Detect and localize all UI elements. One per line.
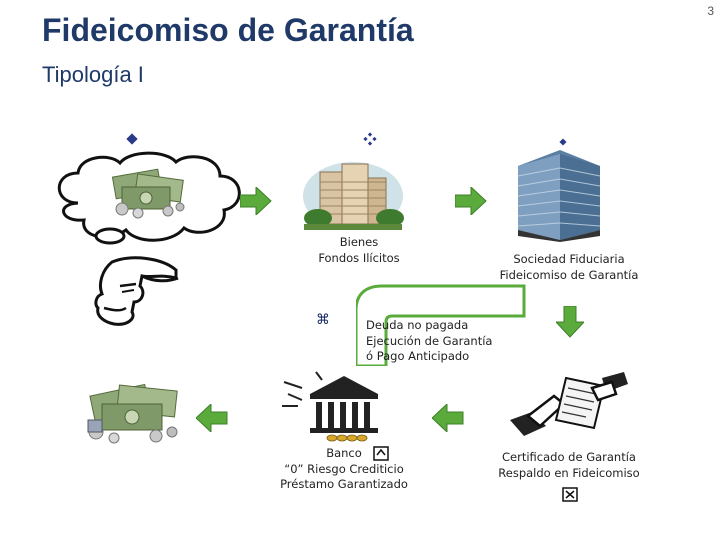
certificado-label: Certificado de Garantía Respaldo en Fide… bbox=[488, 450, 650, 481]
deuda-label-line-1: Deuda no pagada bbox=[366, 318, 469, 332]
certificado-label-line-1: Certificado de Garantía bbox=[502, 450, 636, 464]
bienes-label-line-2: Fondos Ilícitos bbox=[318, 250, 400, 265]
deuda-bullet: ⌘ bbox=[316, 312, 330, 328]
curved-arrow bbox=[354, 282, 526, 368]
building-icon bbox=[298, 152, 408, 232]
sociedad-label-line-1: Sociedad Fiduciaria bbox=[513, 252, 625, 266]
sociedad-label-line-2: Fideicomiso de Garantía bbox=[499, 267, 639, 282]
banco-label-line-1: Banco bbox=[326, 446, 362, 460]
close-box-icon bbox=[562, 487, 578, 502]
banco-label-line-3: Préstamo Garantizado bbox=[280, 477, 408, 491]
slide-subtitle: Tipología I bbox=[42, 62, 144, 87]
certificado-label-line-2: Respaldo en Fideicomiso bbox=[498, 465, 640, 480]
money-icon bbox=[108, 167, 190, 219]
person-icon bbox=[92, 256, 182, 332]
deuda-label: Deuda no pagada Ejecución de Garantía ó … bbox=[366, 318, 502, 365]
banco-label-line-2: “0” Riesgo Crediticio bbox=[284, 461, 404, 476]
arrow-left-2 bbox=[431, 402, 464, 434]
sociedad-label: Sociedad Fiduciaria Fideicomiso de Garan… bbox=[488, 252, 650, 283]
checkbox-icon bbox=[373, 446, 389, 461]
bank-icon bbox=[280, 370, 392, 442]
slide-title: Fideicomiso de Garantía bbox=[42, 12, 414, 48]
deuda-label-line-2: Ejecución de Garantía bbox=[366, 333, 493, 348]
page-number: 3 bbox=[707, 4, 714, 18]
arrow-left-1 bbox=[195, 402, 228, 434]
bullet-diamond-left bbox=[125, 131, 139, 145]
arrow-right-2 bbox=[454, 185, 487, 217]
banco-label: Banco “0” Riesgo Crediticio Préstamo Gar… bbox=[264, 446, 424, 493]
bienes-label-line-1: Bienes bbox=[339, 235, 379, 249]
arrow-down bbox=[554, 305, 586, 338]
bullet-fourdiamond-middle bbox=[363, 131, 377, 146]
bullet-diamond-right bbox=[558, 132, 568, 146]
deuda-label-line-3: ó Pago Anticipado bbox=[366, 349, 470, 363]
certificate-handshake-icon bbox=[506, 370, 630, 442]
office-tower-icon bbox=[508, 146, 608, 242]
arrow-right-1 bbox=[239, 185, 272, 217]
money-stack-icon bbox=[84, 380, 184, 444]
bienes-label: Bienes Fondos Ilícitos bbox=[302, 235, 416, 266]
